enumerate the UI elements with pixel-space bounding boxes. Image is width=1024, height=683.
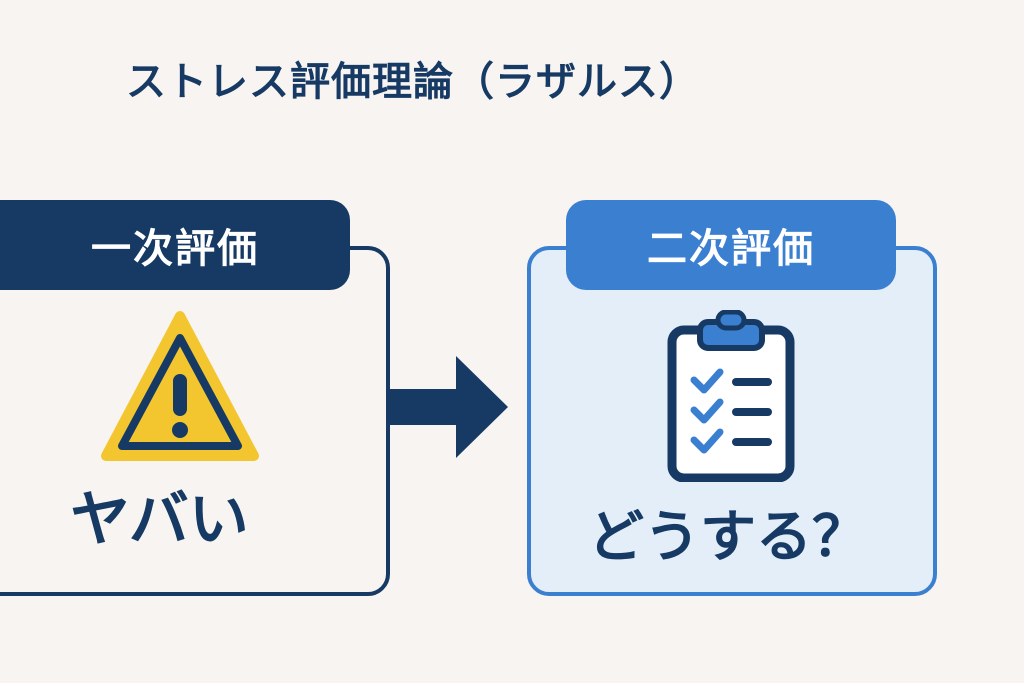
primary-appraisal-tab: 一次評価 <box>0 200 350 290</box>
warning-icon <box>101 311 259 461</box>
primary-appraisal-text: ヤバい <box>70 485 249 555</box>
arrow-right-icon <box>386 356 508 458</box>
secondary-appraisal-text: どうする？ <box>588 505 868 570</box>
clipboard-checklist-icon <box>667 310 795 482</box>
diagram-title: ストレス評価理論（ラザルス） <box>126 59 700 105</box>
secondary-appraisal-tab: 二次評価 <box>566 200 896 290</box>
